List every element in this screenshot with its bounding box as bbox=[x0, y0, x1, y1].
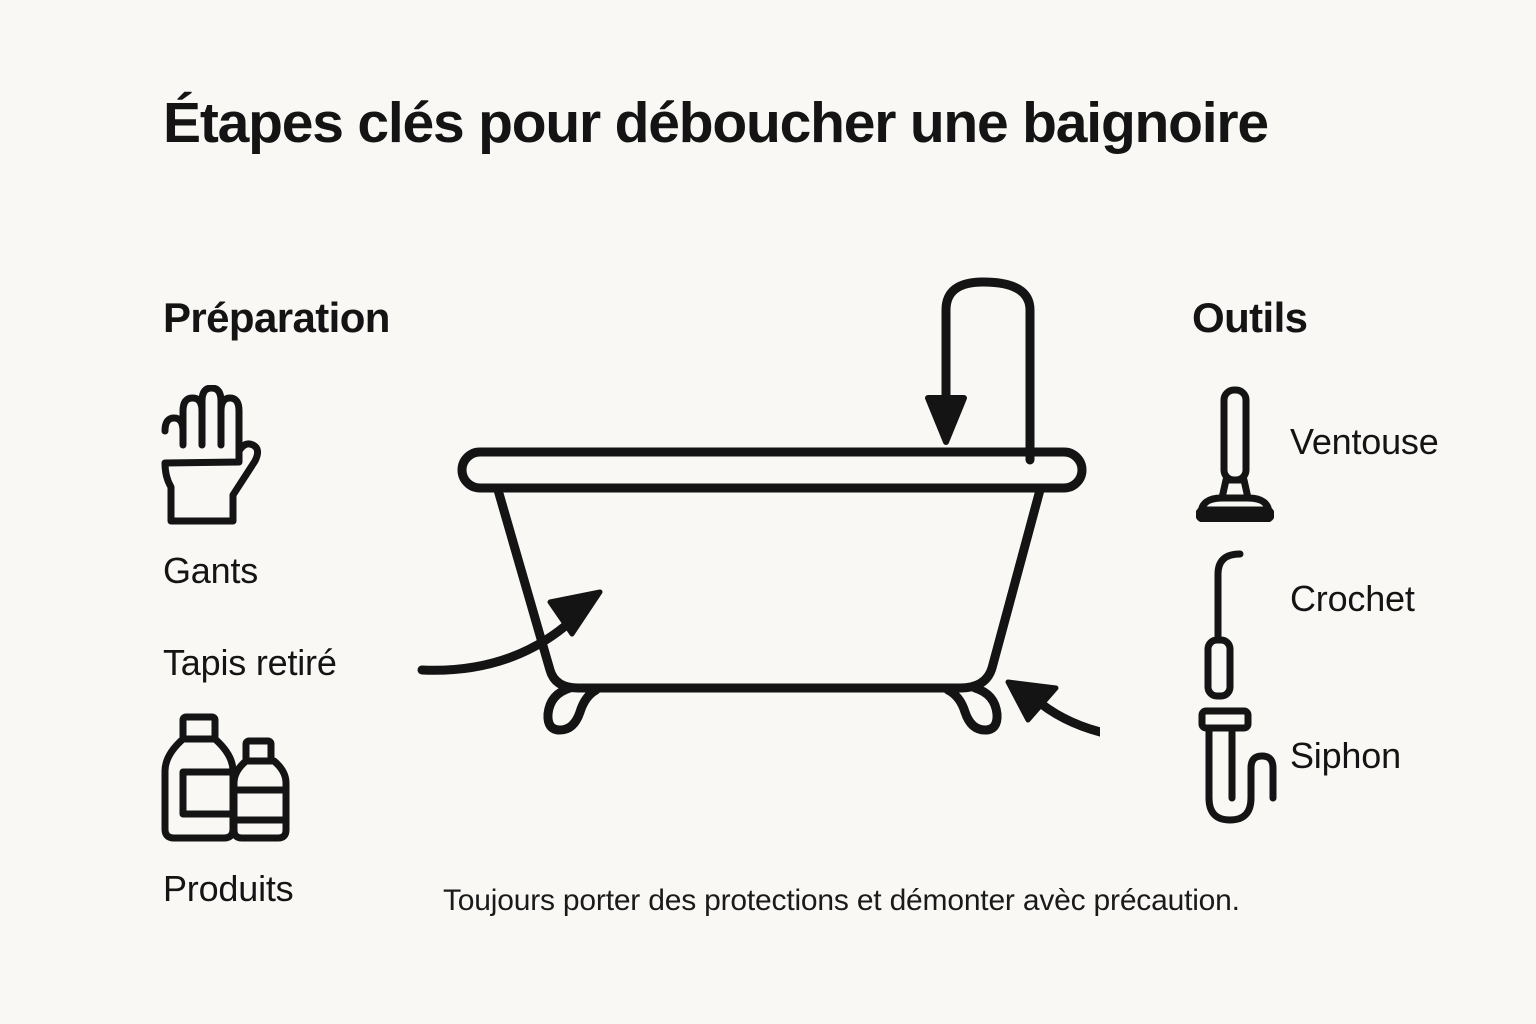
mat-removed-arrow bbox=[417, 589, 603, 675]
footer-caption: Toujours porter des protections et démon… bbox=[443, 884, 1240, 917]
item-label-ventouse: Ventouse bbox=[1290, 421, 1439, 462]
bathtub-clawfoot-illustration bbox=[417, 277, 1100, 737]
bottles-icon bbox=[160, 713, 295, 843]
tub-rim bbox=[457, 447, 1087, 493]
item-label-gants: Gants bbox=[163, 550, 259, 591]
tub-foot-right bbox=[943, 683, 1002, 735]
page-title: Étapes clés pour déboucher une baignoire bbox=[163, 91, 1269, 155]
item-label-produits: Produits bbox=[163, 868, 294, 909]
siphon-icon bbox=[1196, 706, 1281, 828]
item-label-siphon: Siphon bbox=[1290, 735, 1401, 776]
section-heading-preparation: Préparation bbox=[163, 294, 390, 341]
drain-down-arrow bbox=[925, 277, 1035, 465]
hook-icon bbox=[1202, 548, 1272, 700]
gloves-icon bbox=[155, 385, 330, 527]
tub-foot-left bbox=[543, 683, 601, 735]
item-label-tapis-retire: Tapis retiré bbox=[163, 642, 337, 683]
section-heading-outils: Outils bbox=[1192, 294, 1308, 341]
siphon-arrow bbox=[1005, 679, 1100, 737]
plunger-icon bbox=[1196, 386, 1274, 522]
tub-body bbox=[493, 485, 1045, 693]
item-label-crochet: Crochet bbox=[1290, 578, 1415, 619]
